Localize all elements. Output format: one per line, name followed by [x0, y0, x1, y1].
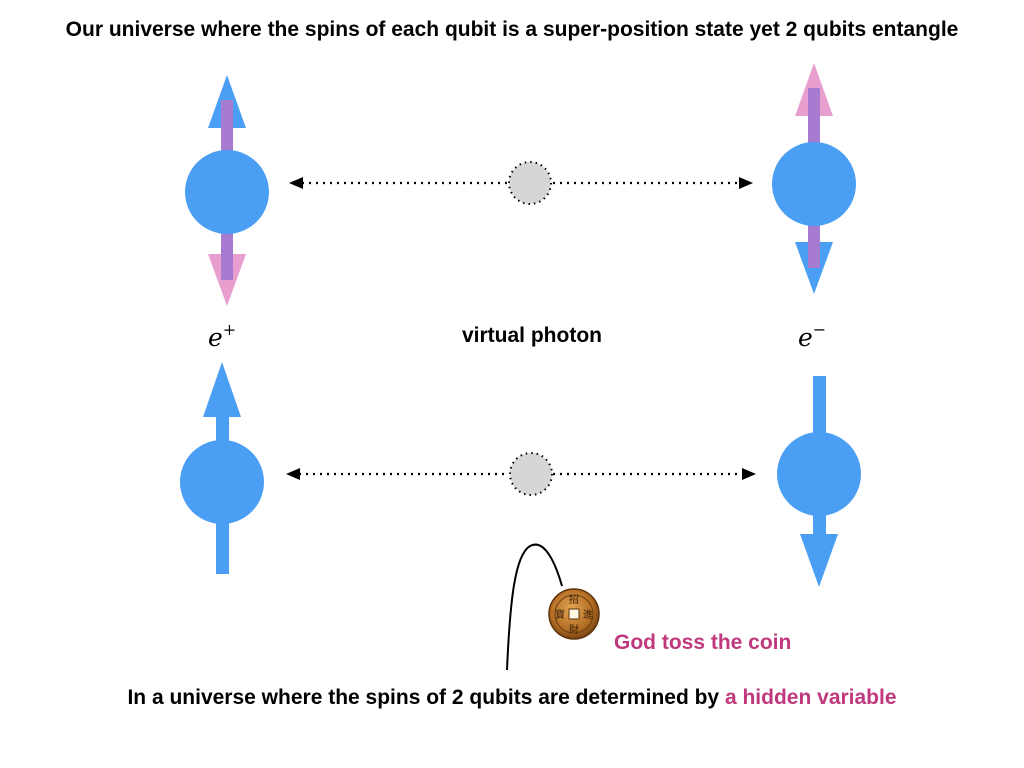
positron-particle [185, 150, 269, 234]
coin-glyph: 進 [583, 609, 593, 621]
caption-text: In a universe where the spins of 2 qubit… [127, 686, 720, 709]
determined-positron [180, 362, 264, 574]
arrow-right-icon [742, 468, 756, 480]
coin-trajectory [506, 543, 563, 671]
electron-particle [772, 142, 856, 226]
spin-up-arrowhead-icon [203, 362, 241, 417]
arrow-left-icon [286, 468, 300, 480]
arrow-right-icon [739, 177, 753, 189]
electron-particle [777, 432, 861, 516]
electron-charge: − [812, 320, 827, 339]
diagram-title: Our universe where the spins of each qub… [65, 18, 959, 41]
caption-highlight: a hidden variable [724, 686, 897, 709]
bottom-caption: In a universe where the spins of 2 qubit… [0, 686, 1024, 710]
photon-exchange-bottom [286, 452, 756, 496]
chinese-coin-icon: 招 進 財 寶 [548, 588, 600, 640]
photon-exchange-top [289, 161, 753, 205]
coin-glyph: 招 [569, 593, 579, 606]
superposition-positron [185, 75, 269, 306]
positron-charge: + [222, 320, 237, 339]
determined-electron [777, 376, 861, 587]
spin-down-arrowhead-icon [800, 534, 838, 587]
virtual-photon-label: virtual photon [462, 324, 602, 347]
electron-label: e− [798, 320, 826, 352]
coin-toss-label: God toss the coin [614, 631, 792, 654]
superposition-electron [772, 63, 856, 294]
virtual-photon-icon [508, 161, 552, 205]
arrow-left-icon [289, 177, 303, 189]
virtual-photon-icon [509, 452, 553, 496]
coin-glyph: 寶 [555, 608, 565, 621]
positron-label: e+ [208, 320, 236, 352]
positron-particle [180, 440, 264, 524]
coin-glyph: 財 [569, 623, 579, 636]
electron-symbol: e [798, 323, 813, 353]
positron-symbol: e [208, 323, 223, 353]
